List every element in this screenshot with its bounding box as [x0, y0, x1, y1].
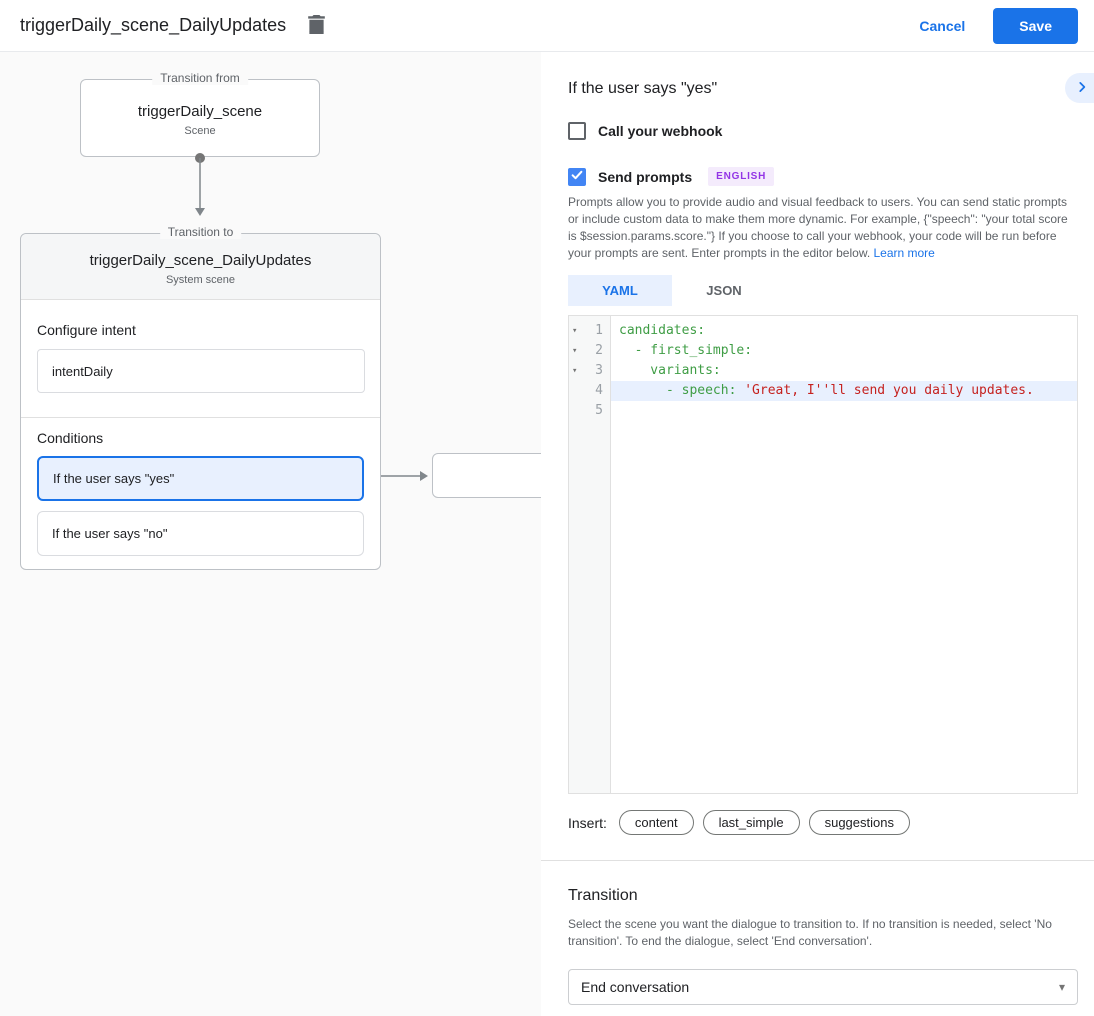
yaml-key: - first_simple:: [619, 343, 753, 358]
delete-scene-button[interactable]: [304, 14, 328, 38]
tab-json[interactable]: JSON: [706, 283, 742, 298]
transition-from-node[interactable]: Transition from triggerDaily_scene Scene: [80, 71, 320, 157]
page-title: triggerDaily_scene_DailyUpdates: [20, 15, 287, 35]
collapse-panel-button[interactable]: [1065, 73, 1094, 103]
insert-chip-content[interactable]: content: [618, 810, 694, 835]
prompt-code-editor[interactable]: ▾ 1 ▾ 2 ▾ 3 4 5 candidates: - first_simple:…: [568, 315, 1078, 794]
line-number: 3: [595, 363, 603, 378]
line-number: 2: [595, 343, 603, 358]
prompts-description: Prompts allow you to provide audio and v…: [568, 194, 1078, 262]
yaml-key: variants:: [619, 363, 721, 378]
cancel-button[interactable]: Cancel: [919, 17, 966, 34]
from-scene-title: triggerDaily_scene: [137, 103, 263, 120]
call-webhook-checkbox[interactable]: [568, 122, 586, 140]
transition-dropdown-value: End conversation: [581, 979, 690, 995]
prompts-description-text: Prompts allow you to provide audio and v…: [568, 195, 1068, 260]
tab-yaml[interactable]: YAML: [568, 275, 672, 306]
from-scene-subtitle: Scene: [184, 125, 216, 137]
send-prompts-checkbox[interactable]: [568, 167, 586, 186]
checkmark-icon: [570, 168, 584, 185]
transition-to-legend: Transition to: [159, 225, 242, 239]
dropdown-caret-icon: ▾: [1058, 980, 1065, 994]
insert-chip-last-simple[interactable]: last_simple: [702, 810, 800, 835]
fold-arrow-icon[interactable]: ▾: [572, 346, 578, 356]
chevron-right-icon: [1075, 80, 1089, 97]
trash-icon: [307, 14, 325, 37]
editor-gutter: ▾ 1 ▾ 2 ▾ 3 4 5: [569, 316, 611, 793]
condition-heading: If the user says "yes": [568, 80, 718, 97]
code-line: [611, 401, 1077, 421]
condition-target-node[interactable]: [432, 453, 541, 498]
scene-card-header: triggerDaily_scene_DailyUpdates System s…: [21, 234, 380, 300]
condition-item-yes[interactable]: If the user says "yes": [37, 456, 364, 501]
send-prompts-label: Send prompts: [598, 168, 693, 185]
fold-arrow-icon[interactable]: ▾: [572, 366, 578, 376]
yaml-key: candidates:: [619, 323, 706, 338]
editor-format-tabs: YAML JSON: [568, 275, 776, 306]
call-webhook-label: Call your webhook: [598, 123, 723, 139]
condition-editor-panel: If the user says "yes" Call your webhook…: [541, 52, 1094, 1016]
line-number: 5: [595, 403, 603, 418]
configure-intent-label: Configure intent: [37, 322, 136, 338]
language-badge: ENGLISH: [708, 167, 775, 186]
insert-label: Insert:: [568, 814, 607, 831]
yaml-string: 'Great, I''ll send you daily updates.: [744, 383, 1034, 398]
yaml-key: - speech:: [619, 383, 745, 398]
insert-row: Insert: content last_simple suggestions: [568, 810, 919, 835]
line-number: 1: [595, 323, 603, 338]
conditions-label: Conditions: [37, 430, 104, 446]
to-scene-subtitle: System scene: [165, 274, 236, 286]
section-divider: [541, 860, 1094, 861]
code-line: candidates:: [611, 321, 1077, 341]
line-number: 4: [595, 383, 603, 398]
transition-to-node: Transition to triggerDaily_scene_DailyUp…: [20, 225, 381, 570]
transition-description: Select the scene you want the dialogue t…: [568, 917, 1052, 948]
fold-arrow-icon[interactable]: ▾: [572, 326, 578, 336]
learn-more-link[interactable]: Learn more: [873, 246, 935, 260]
editor-code-area[interactable]: candidates: - first_simple: variants: - …: [611, 316, 1077, 793]
top-bar: triggerDaily_scene_DailyUpdates Cancel S…: [0, 0, 1094, 52]
condition-item-no[interactable]: If the user says "no": [37, 511, 364, 556]
insert-chip-suggestions[interactable]: suggestions: [808, 810, 910, 835]
save-button[interactable]: Save: [993, 7, 1078, 44]
to-scene-title: triggerDaily_scene_DailyUpdates: [89, 252, 312, 269]
transition-dropdown[interactable]: End conversation ▾: [568, 969, 1078, 1005]
transition-from-legend: Transition from: [152, 71, 248, 85]
intent-item[interactable]: intentDaily: [37, 349, 365, 393]
scene-diagram-panel: Transition from triggerDaily_scene Scene…: [0, 52, 541, 1016]
code-line: variants:: [611, 361, 1077, 381]
code-line: - first_simple:: [611, 341, 1077, 361]
code-line-active: - speech: 'Great, I''ll send you daily u…: [611, 381, 1077, 401]
transition-heading: Transition: [568, 887, 638, 904]
